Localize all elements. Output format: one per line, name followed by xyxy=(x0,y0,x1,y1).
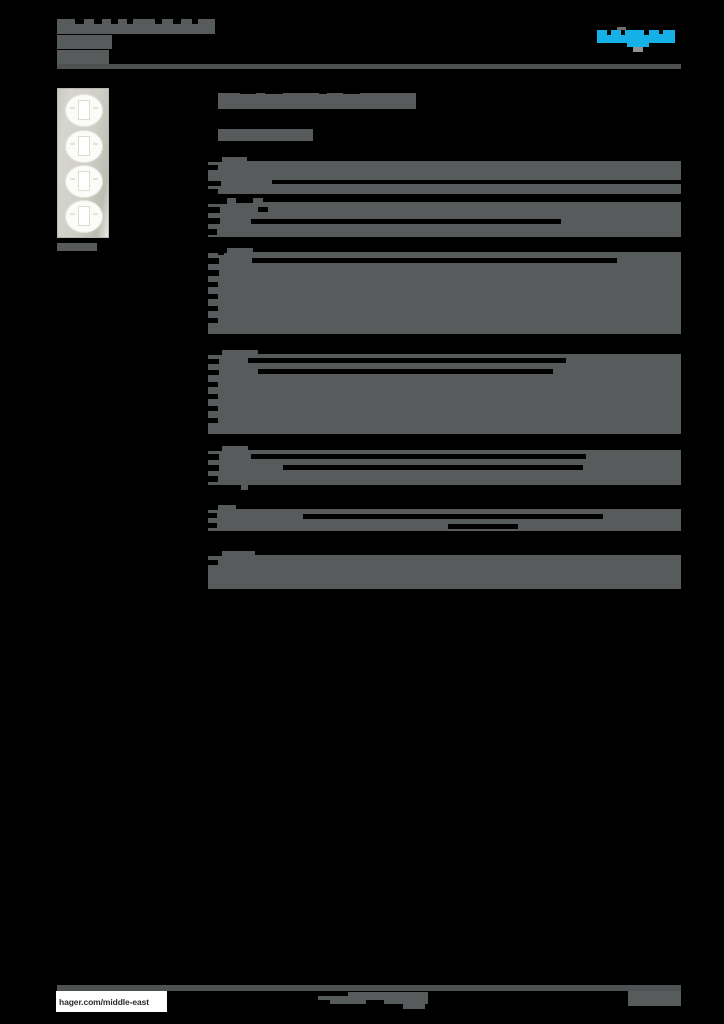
spec-section-row xyxy=(208,248,681,334)
text-gap xyxy=(251,454,586,459)
text-gap xyxy=(252,258,617,263)
text-gap xyxy=(236,198,253,203)
logo-wordmark xyxy=(597,30,675,47)
text-gap xyxy=(248,485,681,490)
text-gap xyxy=(208,485,241,490)
text-gap xyxy=(208,181,221,186)
text-gap xyxy=(283,465,583,470)
text-gap xyxy=(258,350,681,354)
text-gap xyxy=(208,165,218,170)
text-gap xyxy=(208,505,218,510)
text-gap xyxy=(208,523,217,528)
text-gap xyxy=(258,369,553,374)
page-title-line-1 xyxy=(57,19,215,34)
spec-section-row xyxy=(208,198,681,237)
hager-logo xyxy=(597,27,677,52)
text-gap xyxy=(208,513,217,518)
product-heading xyxy=(218,87,416,109)
text-gap xyxy=(248,358,566,363)
text-gap xyxy=(208,406,218,411)
text-gap xyxy=(236,505,681,509)
text-gap xyxy=(448,524,518,529)
text-gap xyxy=(208,229,217,235)
product-image xyxy=(57,88,109,238)
product-image-caption xyxy=(57,243,97,251)
text-gap xyxy=(208,294,218,299)
text-gap xyxy=(208,270,219,276)
text-gap xyxy=(208,531,681,535)
text-gap xyxy=(248,446,681,450)
socket-gang xyxy=(65,200,103,233)
text-gap xyxy=(208,394,218,399)
footer-divider xyxy=(57,985,681,991)
product-subheading xyxy=(218,129,313,141)
text-gap xyxy=(263,198,681,202)
text-gap xyxy=(208,476,218,482)
text-gap xyxy=(208,350,222,355)
spec-section-row xyxy=(208,350,681,434)
footer-page-number xyxy=(628,991,681,1006)
text-gap xyxy=(208,465,219,471)
page-title-line-3 xyxy=(57,50,109,64)
text-gap xyxy=(208,218,220,224)
text-gap xyxy=(208,454,219,460)
footer-url[interactable]: hager.com/middle-east xyxy=(56,991,167,1012)
header-divider xyxy=(57,64,681,69)
text-gap xyxy=(208,207,220,213)
text-gap xyxy=(208,560,218,565)
text-gap xyxy=(253,248,681,252)
text-gap xyxy=(303,514,603,519)
text-gap xyxy=(208,258,219,264)
text-gap xyxy=(208,382,218,387)
socket-gang xyxy=(65,165,103,198)
socket-gang xyxy=(65,94,103,127)
text-gap xyxy=(208,551,222,556)
text-gap xyxy=(258,207,268,212)
page-title xyxy=(57,19,217,64)
text-gap xyxy=(208,189,218,194)
spec-section-row xyxy=(208,505,681,535)
text-gap xyxy=(208,318,218,323)
footer-center-text xyxy=(318,992,428,1004)
text-gap xyxy=(208,282,218,287)
text-gap xyxy=(251,219,561,224)
footer-url-text: hager.com/middle-east xyxy=(59,996,150,1007)
text-gap xyxy=(208,248,227,253)
text-gap xyxy=(208,157,222,162)
text-gap xyxy=(218,248,224,255)
text-gap xyxy=(208,198,227,204)
text-gap xyxy=(208,370,219,375)
text-gap xyxy=(208,418,218,423)
product-frame-plate xyxy=(57,88,109,238)
text-gap xyxy=(208,446,222,451)
text-gap xyxy=(208,359,219,364)
page-title-line-2 xyxy=(57,35,112,49)
text-gap xyxy=(247,157,681,161)
text-gap xyxy=(255,551,681,555)
footer-center-subtext xyxy=(403,1004,425,1009)
text-gap xyxy=(272,180,681,184)
socket-gang xyxy=(65,130,103,163)
text-gap xyxy=(208,306,218,311)
spec-section-row xyxy=(208,551,681,589)
spec-section-row xyxy=(208,157,681,194)
spec-section-row xyxy=(208,446,681,490)
logo-underline xyxy=(633,47,643,52)
logo-accent-tick xyxy=(617,27,626,31)
